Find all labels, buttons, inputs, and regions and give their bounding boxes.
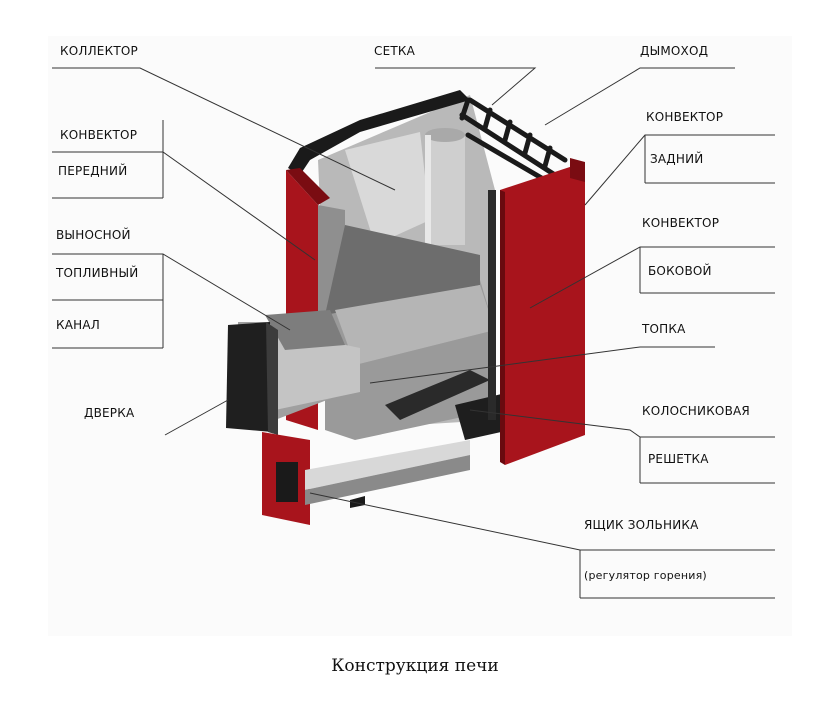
grate-frame (455, 392, 510, 440)
label-fuel-channel-3: КАНАЛ (56, 318, 100, 332)
label-front-convector-1: КОНВЕКТОР (60, 128, 138, 142)
label-ash-box-1: ЯЩИК ЗОЛЬНИКА (584, 518, 699, 532)
label-door: ДВЕРКА (84, 406, 135, 420)
label-collector: КОЛЛЕКТОР (60, 44, 138, 58)
label-side-convector-1: КОНВЕКТОР (642, 216, 720, 230)
diagram-caption: Конструкция печи (331, 656, 499, 676)
label-firebox: ТОПКА (642, 322, 686, 336)
ash-box-handle (276, 462, 298, 502)
grid-mesh (459, 97, 568, 183)
label-grate-2: РЕШЕТКА (648, 452, 709, 466)
collector-plate (345, 132, 430, 245)
collector-top-cap (288, 90, 470, 175)
chimney-pipe (425, 135, 465, 245)
label-mesh: СЕТКА (374, 44, 416, 58)
chimney-pipe-top (425, 128, 465, 142)
grate (385, 370, 490, 420)
ash-box (305, 440, 470, 490)
side-convector-panel (500, 162, 585, 465)
label-front-convector-2: ПЕРЕДНИЙ (58, 164, 128, 178)
stove-illustration (226, 90, 585, 525)
label-ash-box-2: (регулятор горения) (584, 569, 707, 582)
label-rear-convector-2: ЗАДНИЙ (650, 152, 704, 166)
label-rear-convector-1: КОНВЕКТОР (646, 110, 724, 124)
label-fuel-channel-1: ВЫНОСНОЙ (56, 228, 131, 242)
label-grate-1: КОЛОСНИКОВАЯ (642, 404, 750, 418)
label-fuel-channel-2: ТОПЛИВНЫЙ (56, 266, 139, 280)
label-side-convector-2: БОКОВОЙ (648, 264, 712, 278)
leader-lines (52, 67, 775, 599)
label-chimney: ДЫМОХОД (640, 44, 709, 58)
door (226, 322, 272, 432)
firebox-side (335, 285, 495, 365)
